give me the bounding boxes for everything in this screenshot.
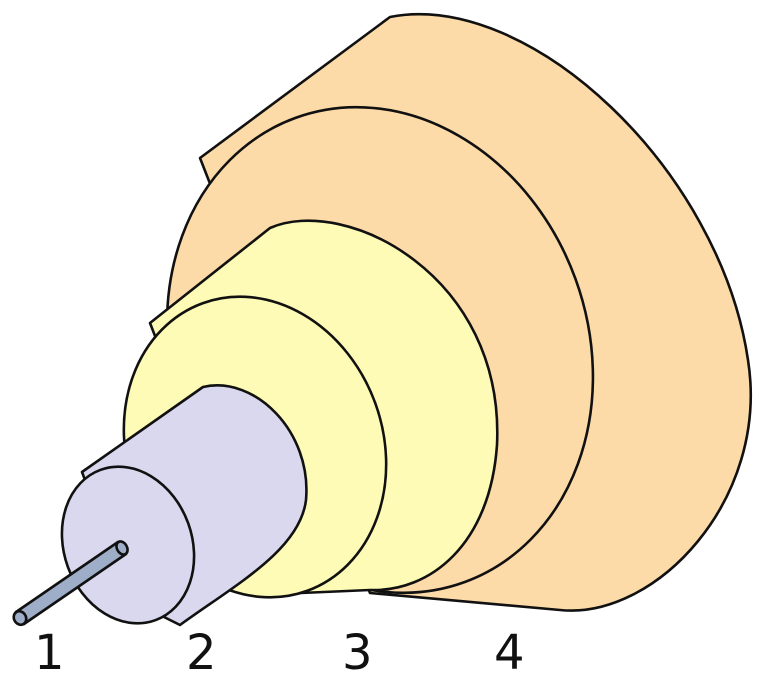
label-1: 1 (34, 625, 65, 679)
core-end (115, 540, 129, 556)
core-layer (12, 540, 129, 627)
cladding-front-face (60, 465, 196, 625)
label-2: 2 (186, 625, 217, 679)
cladding-layer (60, 384, 308, 627)
label-4: 4 (494, 625, 525, 679)
label-3: 3 (342, 625, 373, 679)
core-tip (12, 609, 28, 627)
